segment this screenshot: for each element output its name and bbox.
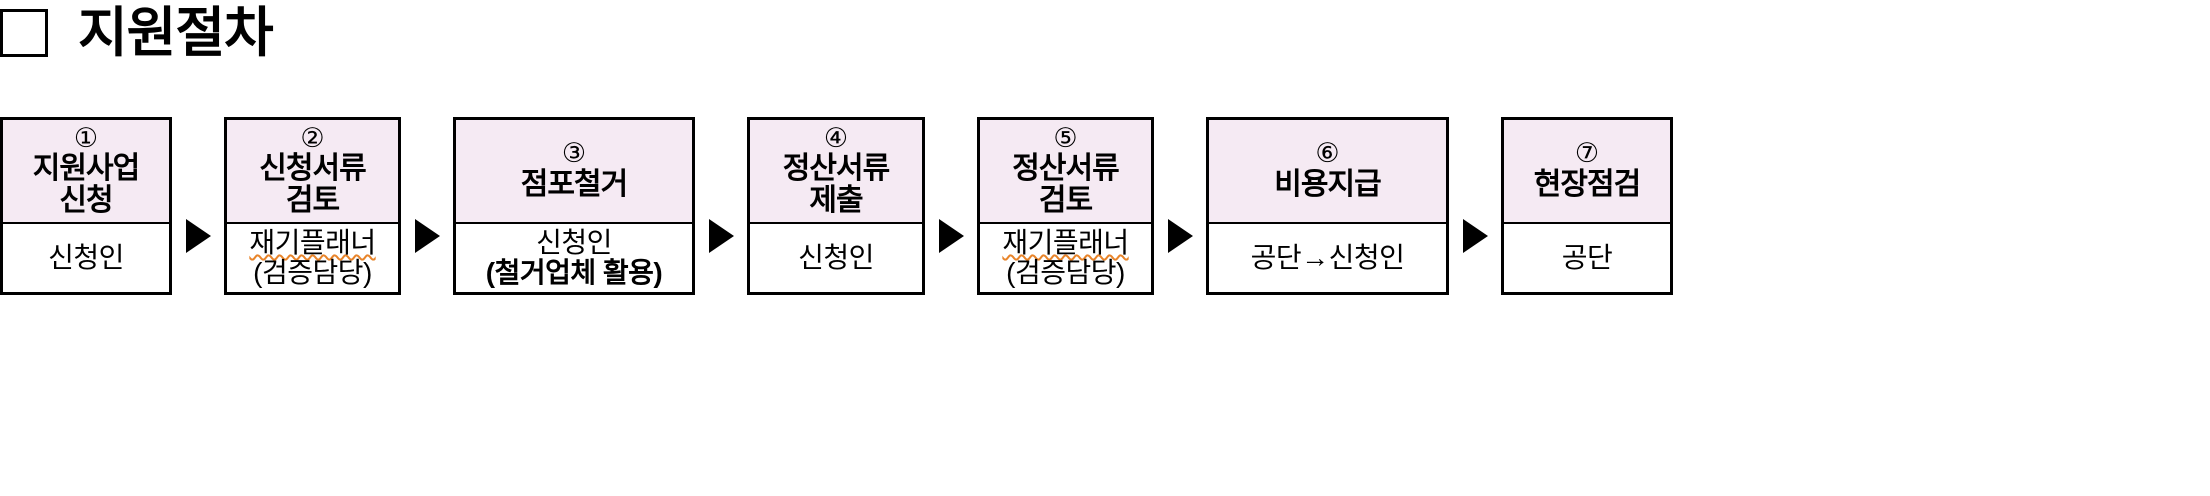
step-actor-line: 신청인: [798, 241, 874, 273]
step-title-line: 정산서류: [782, 151, 890, 185]
flow-arrow-icon: [401, 219, 453, 253]
process-step-actor: 공단→신청인: [1209, 224, 1446, 292]
step-number-badge: ③: [561, 138, 587, 169]
flow-arrow-icon: [1154, 219, 1206, 253]
step-title-line: 제출: [809, 183, 863, 217]
flow-arrow-icon: [925, 219, 977, 253]
step-actor-line: 재기플래너: [249, 226, 376, 258]
process-step-actor: 재기플래너(검증담당): [980, 224, 1151, 292]
step-actor-line: (검증담당): [1006, 257, 1125, 288]
right-triangle-arrow-icon: [938, 219, 964, 253]
page-title-text: 지원절차: [78, 3, 274, 63]
step-number-badge: ⑤: [1053, 122, 1078, 153]
right-triangle-arrow-icon: [414, 219, 440, 253]
step-actor-line: 재기플래너: [1002, 226, 1129, 258]
flow-arrow-icon: [172, 219, 224, 253]
step-title-line: 점포철거: [520, 167, 628, 201]
step-title-line: 비용지급: [1274, 167, 1381, 201]
step-number-badge: ④: [823, 122, 849, 153]
right-triangle-arrow-icon: [1167, 219, 1193, 253]
step-number-badge: ②: [300, 122, 325, 153]
step-actor-line: (검증담당): [253, 257, 372, 288]
step-actor-line: (철거업체 활용): [485, 257, 663, 288]
step-title-line: 현장점검: [1533, 167, 1641, 201]
step-title-line: 검토: [1038, 183, 1093, 217]
step-title-line: 검토: [285, 183, 340, 217]
process-step-actor: 공단: [1504, 224, 1670, 292]
step-title-line: 정산서류: [1012, 151, 1119, 185]
step-title-line: 신청서류: [259, 151, 366, 185]
page-title: 지원절차: [0, 3, 274, 63]
step-actor-line: 공단→신청인: [1250, 241, 1405, 273]
step-actor-line: 신청인: [48, 241, 124, 273]
right-triangle-arrow-icon: [708, 219, 734, 253]
step-title-line: 지원사업: [32, 151, 140, 185]
step-actor-line: 공단: [1561, 241, 1613, 273]
process-step-actor: 신청인(철거업체 활용): [456, 224, 692, 292]
flow-arrow-icon: [695, 219, 747, 253]
right-triangle-arrow-icon: [1462, 219, 1488, 253]
process-step-actor: 신청인: [750, 224, 922, 292]
step-number-badge: ①: [73, 122, 99, 153]
empty-square-bullet-icon: [0, 9, 48, 57]
step-number-badge: ⑥: [1315, 138, 1340, 169]
step-title-line: 신청: [59, 183, 113, 217]
right-triangle-arrow-icon: [185, 219, 211, 253]
step-number-badge: ⑦: [1574, 138, 1600, 169]
step-actor-line: 신청인: [536, 226, 612, 258]
process-step-actor: 재기플래너(검증담당): [227, 224, 398, 292]
flow-arrow-icon: [1449, 219, 1501, 253]
process-step-actor: 신청인: [3, 224, 169, 292]
